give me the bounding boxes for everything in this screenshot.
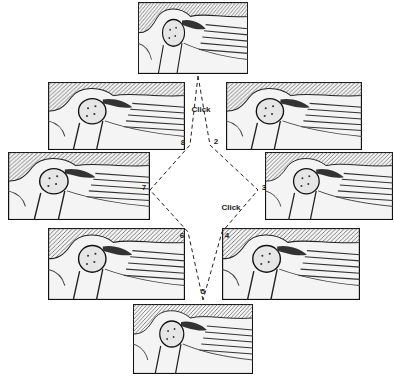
event-label: Click (191, 106, 210, 114)
step-number: 2 (214, 138, 218, 146)
step-number: 6 (180, 232, 184, 240)
jaw-panel (265, 152, 393, 220)
jaw-panel (138, 2, 248, 74)
jaw-panel (226, 82, 362, 150)
jaw-panel (222, 228, 360, 300)
step-number: 4 (225, 232, 229, 240)
step-number: 7 (142, 184, 146, 192)
step-number: 5 (201, 288, 205, 296)
jaw-panel (48, 82, 185, 150)
event-label: Click (221, 204, 240, 212)
jaw-panel (48, 228, 185, 300)
jaw-panel (8, 152, 150, 220)
step-number: 3 (262, 184, 266, 192)
jaw-panel (133, 304, 253, 374)
step-number: 8 (181, 139, 185, 147)
cycle-path (150, 76, 258, 300)
